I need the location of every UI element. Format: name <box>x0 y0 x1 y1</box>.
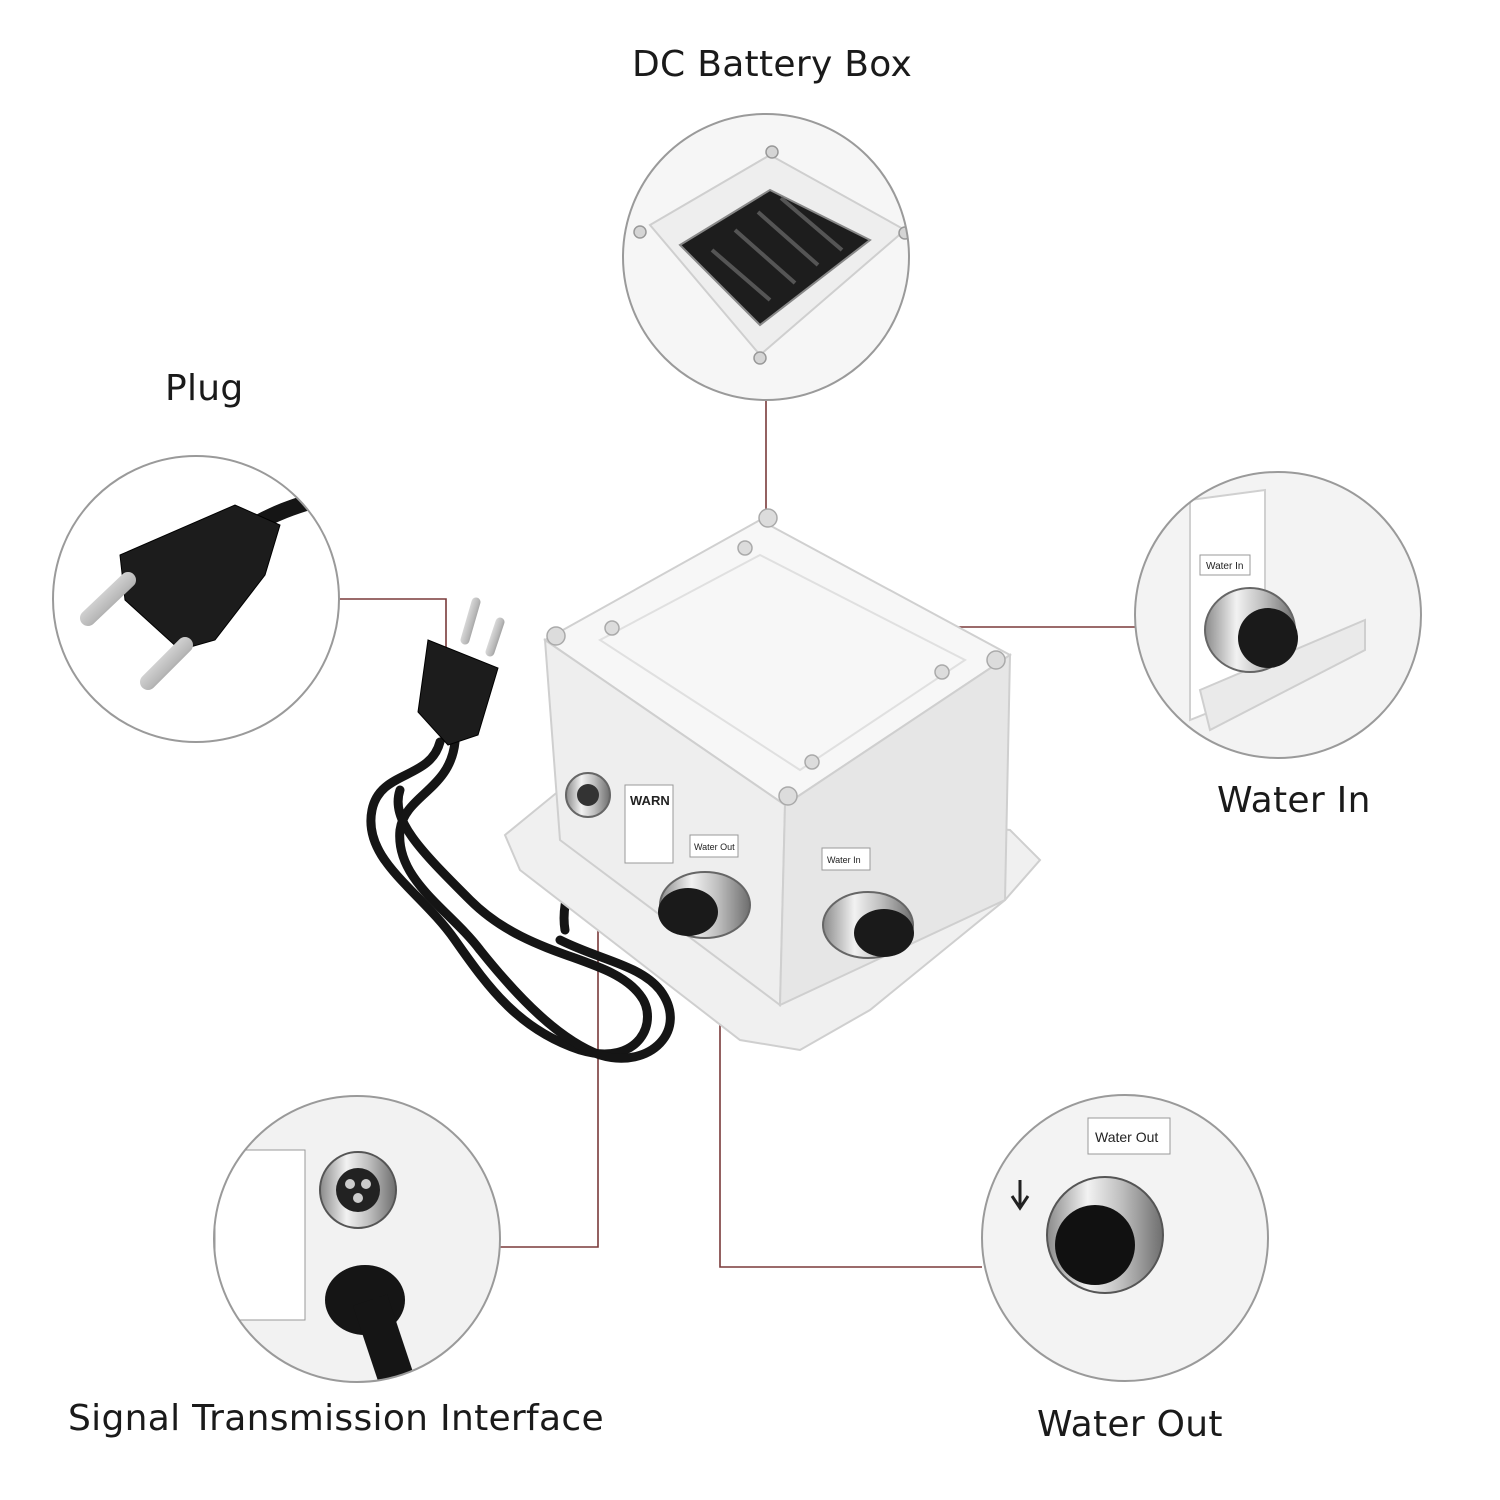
closeup-tag-water-out: Water Out <box>1095 1129 1158 1145</box>
water-out-label: Water Out <box>1037 1404 1223 1445</box>
closeup-tag-water-in: Water In <box>1206 561 1243 572</box>
closeup-warning-text: WARN <box>159 1175 220 1197</box>
battery-box-label: DC Battery Box <box>632 44 913 85</box>
plug-closeup <box>52 455 340 743</box>
device-warning-text: WARN <box>630 793 670 808</box>
device-tag-water-out: Water Out <box>694 842 735 852</box>
signal-interface-label: Signal Transmission Interface <box>68 1398 604 1439</box>
water-in-fitting <box>822 891 914 959</box>
plug-label: Plug <box>165 368 244 409</box>
device-tag-water-in: Water In <box>827 855 861 865</box>
leader-water-out <box>719 1018 982 1268</box>
central-device: WARN Water Out Water In <box>366 508 1042 1063</box>
water-out-fitting <box>658 871 751 939</box>
battery-box-closeup <box>622 113 910 401</box>
cable-plug <box>417 597 505 746</box>
water-out-closeup: Water Out <box>981 1094 1269 1382</box>
signal-interface-closeup: WARN <box>159 1095 501 1383</box>
water-in-label: Water In <box>1217 780 1371 821</box>
water-in-closeup: Water In <box>1134 471 1422 759</box>
